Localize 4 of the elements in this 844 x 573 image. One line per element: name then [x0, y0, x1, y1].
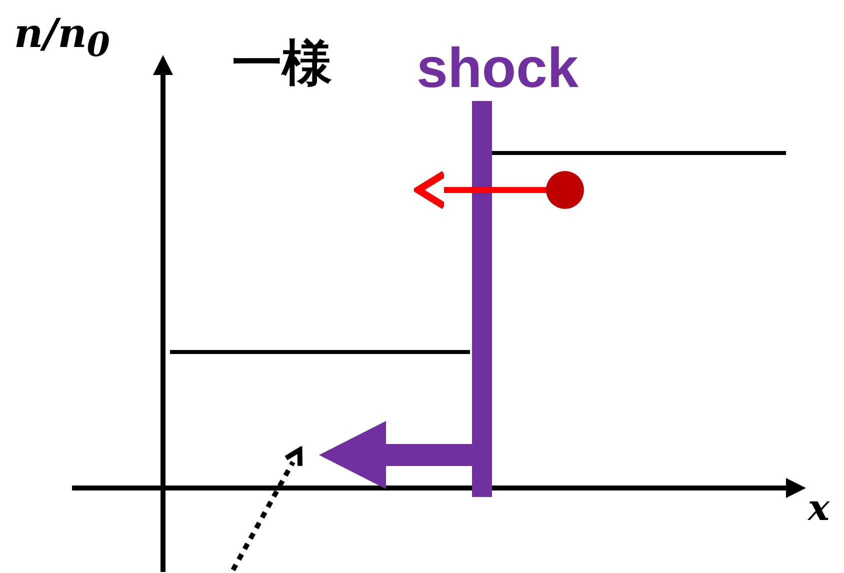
- axis-label: x: [808, 490, 830, 526]
- axis-label: n/n$_{0}$: [14, 14, 110, 62]
- shock-label: shock: [416, 40, 580, 96]
- region-label: 一様: [232, 38, 332, 88]
